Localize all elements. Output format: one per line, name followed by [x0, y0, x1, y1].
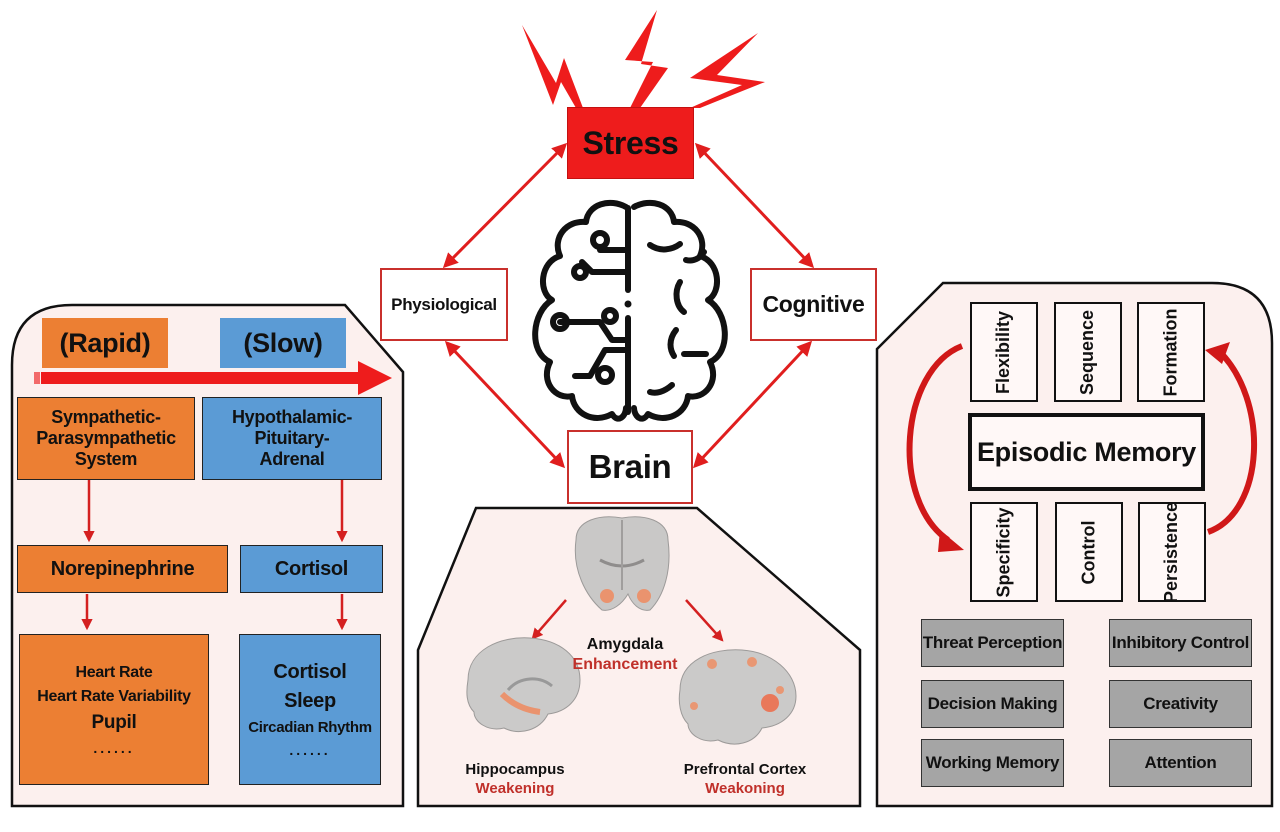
system-line: Parasympathetic	[36, 428, 176, 448]
norepinephrine-label: Norepinephrine	[50, 557, 195, 580]
effect-label: Enhancement	[572, 656, 678, 673]
brain-node: Brain	[567, 430, 693, 504]
aspect-specificity: Specificity	[970, 502, 1038, 602]
function-label: Threat Perception	[922, 633, 1063, 652]
cycle-arrows	[906, 343, 1257, 543]
lightning-icon	[522, 10, 765, 108]
cycle-arrowhead-right	[1205, 342, 1230, 364]
function-label: Attention	[1144, 753, 1217, 772]
function-creativity: Creativity	[1109, 680, 1252, 728]
aspect-persistence: Persistence	[1138, 501, 1206, 603]
brain-icon-dot	[624, 300, 632, 308]
brain-label: Brain	[588, 448, 672, 485]
physiological-label: Physiological	[391, 294, 497, 314]
episodic-memory-box: Episodic Memory	[968, 413, 1205, 491]
function-working-memory: Working Memory	[921, 739, 1064, 787]
aspect-label: Formation	[1160, 308, 1181, 396]
aspect-label: Control	[1078, 520, 1099, 584]
episodic-memory-label: Episodic Memory	[976, 436, 1197, 467]
cognitive-label: Cognitive	[762, 291, 865, 317]
aspect-sequence: Sequence	[1054, 302, 1122, 402]
region-label: Prefrontal Cortex	[683, 761, 807, 778]
function-threat-perception: Threat Perception	[921, 619, 1064, 667]
aspect-formation: Formation	[1137, 302, 1205, 402]
function-inhibitory-control: Inhibitory Control	[1109, 619, 1252, 667]
rapid-measures-box: Heart Rate Heart Rate Variability Pupil …	[19, 634, 209, 785]
system-line: Pituitary-	[254, 428, 330, 448]
region-label: Amygdala	[586, 636, 664, 653]
function-decision-making: Decision Making	[921, 680, 1064, 728]
aspect-label: Sequence	[1077, 309, 1098, 395]
system-line: Sympathetic-	[51, 407, 161, 427]
timeline-arrow	[34, 361, 392, 395]
slow-measures-box: Cortisol Sleep Circadian Rhythm ......	[239, 634, 381, 785]
slow-label-box: (Slow)	[220, 318, 346, 368]
brain-region-arrows	[531, 599, 724, 642]
sympathetic-system-box: Sympathetic- Parasympathetic System	[17, 397, 195, 480]
physiological-node: Physiological	[380, 268, 508, 341]
system-line: Adrenal	[259, 449, 325, 469]
rapid-label: (Rapid)	[59, 327, 151, 358]
cortisol-label: Cortisol	[274, 557, 349, 580]
prefrontal-scan-image	[678, 649, 797, 745]
cognitive-node: Cognitive	[750, 268, 877, 341]
function-label: Creativity	[1143, 694, 1218, 713]
aspect-label: Flexibility	[993, 310, 1014, 394]
function-label: Decision Making	[927, 694, 1058, 713]
cycle-arrowhead-left	[938, 530, 964, 552]
pathway-arrows	[81, 480, 348, 631]
slow-label: (Slow)	[243, 327, 323, 358]
function-label: Inhibitory Control	[1111, 633, 1250, 652]
hippocampus-scan-image	[466, 637, 581, 732]
stress-node: Stress	[567, 107, 694, 179]
relationship-arrows	[442, 142, 815, 469]
ellipsis: ......	[289, 742, 331, 758]
hippocampus-caption: Hippocampus Weakening	[450, 760, 580, 798]
measure-item: Pupil	[91, 711, 137, 733]
measure-item: Sleep	[284, 690, 336, 712]
stress-label: Stress	[582, 124, 679, 161]
aspect-control: Control	[1055, 502, 1123, 602]
amygdala-scan-image	[574, 516, 670, 611]
brain-circuit-icon	[532, 200, 728, 422]
measure-item: Cortisol	[273, 661, 347, 683]
function-label: Working Memory	[925, 753, 1060, 772]
effect-label: Weakoning	[705, 780, 785, 797]
region-label: Hippocampus	[465, 761, 565, 778]
amygdala-caption: Amygdala Enhancement	[560, 635, 690, 675]
cortisol-box: Cortisol	[240, 545, 383, 593]
prefrontal-caption: Prefrontal Cortex Weakoning	[670, 760, 820, 798]
aspect-flexibility: Flexibility	[970, 302, 1038, 402]
norepinephrine-box: Norepinephrine	[17, 545, 228, 593]
measure-item: Circadian Rhythm	[248, 719, 372, 736]
measure-item: Heart Rate	[75, 663, 153, 681]
function-attention: Attention	[1109, 739, 1252, 787]
system-line: Hypothalamic-	[231, 407, 353, 427]
hpa-axis-box: Hypothalamic- Pituitary- Adrenal	[202, 397, 382, 480]
aspect-label: Persistence	[1161, 501, 1182, 603]
rapid-label-box: (Rapid)	[42, 318, 168, 368]
effect-label: Weakening	[475, 780, 555, 797]
system-line: System	[74, 449, 138, 469]
aspect-label: Specificity	[993, 506, 1014, 598]
measure-item: Heart Rate Variability	[37, 687, 191, 705]
ellipsis: ......	[93, 739, 135, 756]
